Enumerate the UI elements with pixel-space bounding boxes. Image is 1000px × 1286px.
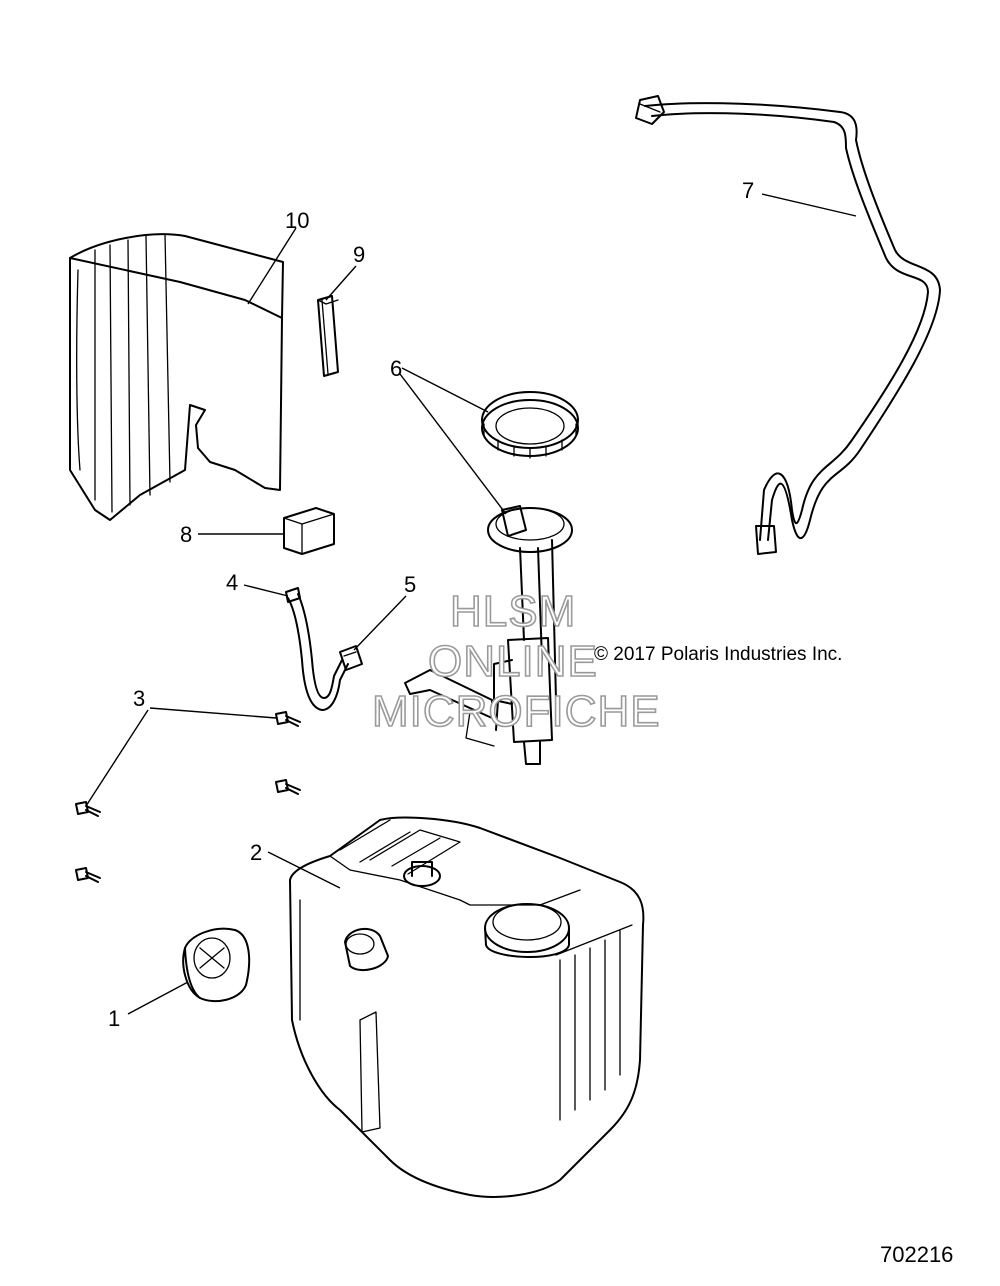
fuel-pump-part-6 xyxy=(404,391,579,765)
callout-8: 8 xyxy=(180,522,192,547)
foam-block-part-8 xyxy=(283,507,335,555)
callout-4: 4 xyxy=(226,570,238,595)
leader-5 xyxy=(353,595,407,651)
leader-10 xyxy=(247,227,297,305)
callout-1: 1 xyxy=(108,1006,120,1031)
watermark-line-3: MICROFICHE xyxy=(372,687,661,736)
leader-6a xyxy=(401,367,489,413)
vent-line-part-7 xyxy=(635,95,941,555)
leader-3a xyxy=(149,707,277,719)
callout-7: 7 xyxy=(742,178,754,203)
callout-5: 5 xyxy=(404,572,416,597)
callout-6: 6 xyxy=(390,356,402,381)
fuel-cap-part-1 xyxy=(182,927,251,1003)
callout-10: 10 xyxy=(285,208,309,233)
screw-part-3 xyxy=(75,711,301,883)
figure-number: 702216 xyxy=(880,1242,953,1267)
watermark-line-1: HLSM xyxy=(450,587,576,636)
fuel-tank-part-2 xyxy=(289,816,645,1198)
leader-9 xyxy=(325,265,357,301)
foam-strip-part-9 xyxy=(317,295,339,377)
leader-7 xyxy=(761,193,857,217)
fuel-hose-part-4 xyxy=(285,587,349,711)
copyright-notice: © 2017 Polaris Industries Inc. xyxy=(594,644,842,665)
leader-6b xyxy=(399,373,507,515)
heat-shield-part-10 xyxy=(69,233,284,521)
leader-3b xyxy=(85,709,149,807)
callout-2: 2 xyxy=(250,840,262,865)
leader-4 xyxy=(243,584,289,597)
callout-9: 9 xyxy=(353,242,365,267)
leader-2 xyxy=(267,851,341,889)
leader-lines xyxy=(85,193,857,1015)
connector-part-5 xyxy=(339,645,363,671)
callout-3: 3 xyxy=(133,686,145,711)
leader-1 xyxy=(127,981,189,1015)
watermark-line-2: ONLINE xyxy=(428,637,598,686)
